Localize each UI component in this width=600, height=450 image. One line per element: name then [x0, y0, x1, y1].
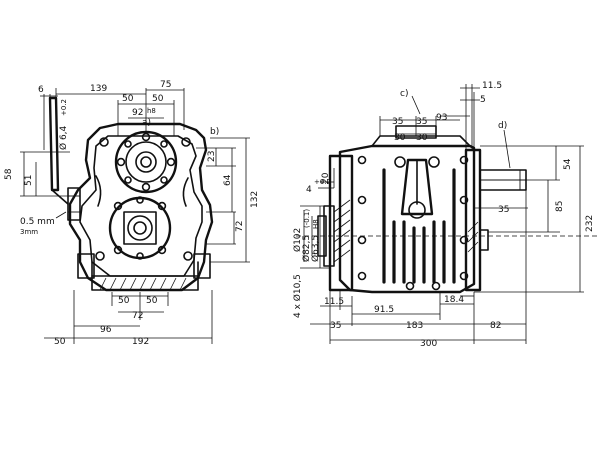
dim-11-5-top: 11.5	[482, 81, 502, 91]
side-view: 11.5 5 c) 35 35 93 30 30 d) 20 4 +0.2 54…	[292, 81, 600, 349]
side-perimeter-bolts	[357, 155, 469, 291]
label-d: d)	[498, 121, 507, 131]
dim-51: 51	[24, 175, 34, 186]
dim-132: 132	[250, 191, 260, 208]
dim-192: 192	[132, 337, 149, 347]
dim-85: 85	[555, 201, 565, 212]
dim-35-bottom: 35	[330, 321, 341, 331]
dim-82: 82	[490, 321, 501, 331]
side-mount-flange	[328, 154, 354, 292]
side-dimensions	[296, 84, 600, 344]
dim-18-4: 18.4	[444, 295, 464, 305]
dim-23: 23	[207, 151, 217, 162]
dim-72-vertical: 72	[235, 221, 245, 232]
label-b: b)	[210, 127, 219, 137]
upper-flange-bolts	[116, 132, 176, 192]
upper-flange-bore	[135, 151, 157, 173]
side-shift-lever	[400, 158, 434, 216]
front-boss-bottom-right	[183, 251, 193, 261]
front-lever	[48, 96, 60, 192]
dim-300: 300	[420, 339, 437, 349]
lower-flange-outer	[108, 196, 172, 260]
dim-35-right: 35	[498, 205, 509, 215]
dim-92: 92	[132, 108, 143, 118]
dim-11-5-bottom: 11.5	[324, 297, 344, 307]
upper-flange-center	[140, 156, 152, 168]
dim-3mm: 3mm	[20, 228, 38, 236]
side-cooling-ribs	[382, 168, 456, 284]
front-dimensions	[20, 88, 250, 344]
dim-50-top-right: 50	[152, 94, 164, 104]
label-a: a)	[142, 118, 151, 128]
front-housing-inner	[79, 135, 203, 277]
front-view: 6 139 75 50 50 92 h8 a) b) 58 51 Ø 6,4 +…	[4, 80, 260, 347]
dim-35-top-left: 35	[392, 117, 403, 127]
dim-30-left: 30	[394, 133, 406, 143]
dim-35-top-right: 35	[416, 117, 427, 127]
dim-183: 183	[406, 321, 423, 331]
dim-5: 5	[480, 95, 486, 105]
dim-4-tol: +0.2	[314, 178, 331, 186]
lower-flange-center	[133, 221, 147, 235]
dim-93: 93	[436, 113, 447, 123]
dim-96: 96	[100, 325, 112, 335]
upper-flange-inner	[125, 141, 167, 183]
side-input-bore	[317, 215, 327, 257]
lower-flange-square	[123, 211, 157, 245]
dim-30-right: 30	[416, 133, 428, 143]
dim-63-5: Ø63,5	[310, 235, 321, 262]
dim-82-5: Ø82,5	[301, 235, 312, 262]
front-base-hatch	[99, 277, 187, 291]
side-top-bolt-right	[428, 156, 440, 168]
side-rear-hatch	[467, 221, 479, 253]
dim-50-top-left: 50	[122, 94, 134, 104]
front-boss-top-left	[99, 137, 109, 147]
front-housing-outline	[68, 122, 214, 292]
front-foot-left	[77, 253, 95, 279]
dim-92-tol: h8	[147, 107, 156, 115]
dim-63-5-tol: H8	[312, 219, 320, 229]
side-flange-hatch	[333, 199, 351, 263]
dim-232: 232	[585, 215, 595, 232]
dim-72: 72	[132, 311, 143, 321]
dim-6-4-tol: +0.2	[60, 99, 68, 116]
dim-50-bottom-right: 50	[146, 296, 158, 306]
front-web-left	[95, 175, 102, 207]
front-web-right	[182, 177, 189, 207]
dim-54: 54	[563, 158, 573, 170]
label-c: c)	[400, 89, 408, 99]
side-rear-flange	[464, 148, 482, 292]
front-lever-link	[51, 189, 69, 205]
dim-58: 58	[4, 168, 14, 180]
dim-139: 139	[90, 84, 107, 94]
dim-102: Ø102	[292, 228, 303, 252]
side-top-cover	[371, 135, 471, 147]
dim-91-5: 91.5	[374, 305, 394, 315]
dim-50-left: 50	[54, 337, 66, 347]
front-boss-top-right	[181, 137, 191, 147]
lower-flange-bolts	[113, 196, 167, 260]
dim-20: 20	[321, 172, 331, 184]
side-lower-output	[479, 229, 489, 251]
front-boss-bottom-left	[95, 251, 105, 261]
dim-6-4: Ø 6,4	[58, 125, 69, 150]
dim-6: 6	[38, 85, 44, 95]
front-foot-right	[193, 253, 211, 279]
dim-0-5-mm: 0.5 mm	[20, 217, 55, 227]
dim-75: 75	[160, 80, 171, 90]
lower-flange-bore	[127, 215, 153, 241]
dim-64: 64	[223, 174, 233, 186]
dim-82-5-tol: (-0.1)	[303, 209, 311, 228]
dim-4x-10-5: 4 x Ø10,5	[292, 274, 303, 318]
dim-50-bottom-left: 50	[118, 296, 130, 306]
side-top-bolt-left	[394, 156, 406, 168]
dim-4: 4	[306, 185, 312, 195]
